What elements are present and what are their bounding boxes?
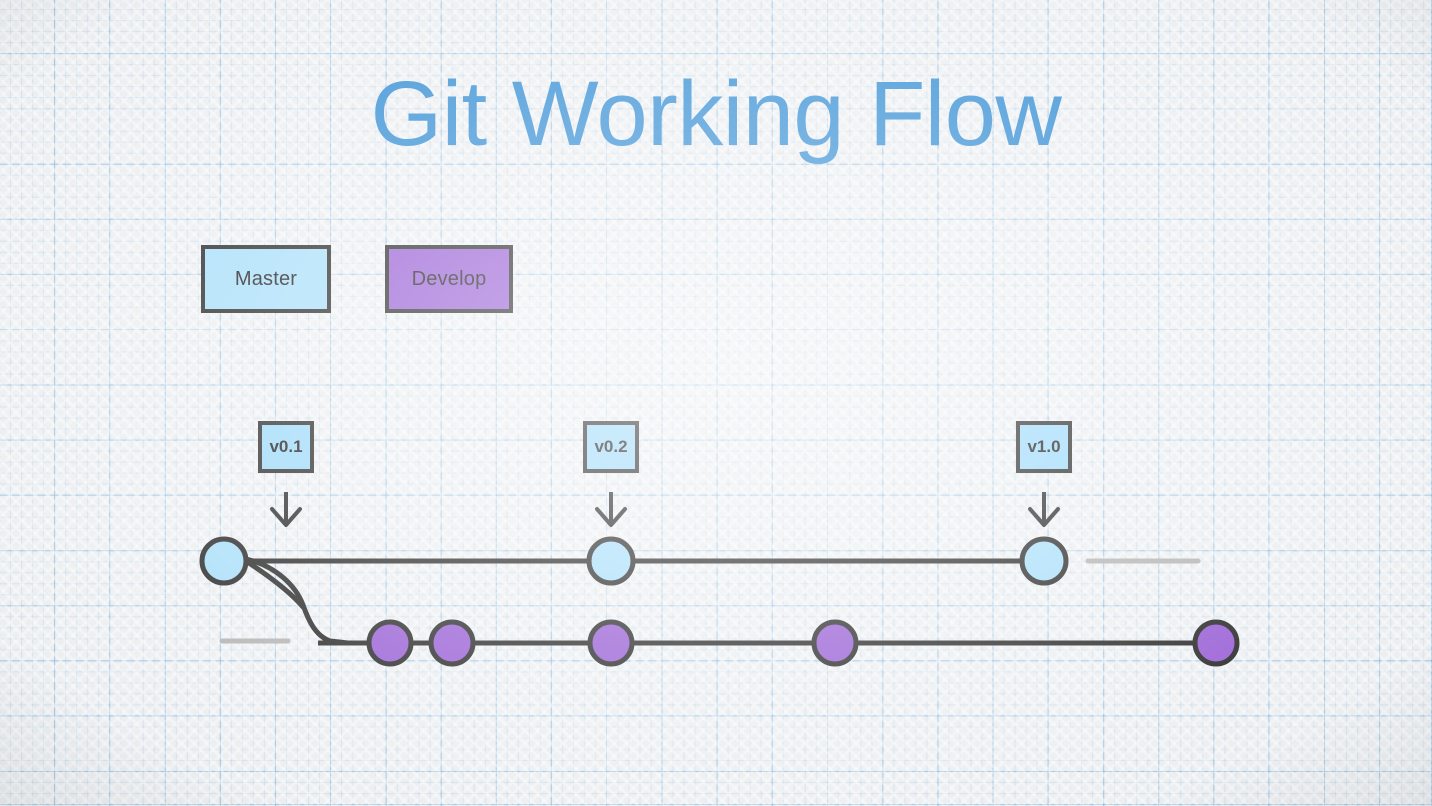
develop-commit-node-3[interactable]	[587, 619, 635, 667]
legend-item-master: Master	[201, 245, 331, 313]
master-commit-node-1[interactable]	[199, 536, 249, 586]
develop-commit-node-2[interactable]	[428, 619, 476, 667]
legend-label-develop: Develop	[411, 267, 487, 290]
legend-item-develop: Develop	[385, 245, 513, 313]
develop-commit-node-5[interactable]	[1192, 619, 1240, 667]
version-tag-label-v01: v0.1	[269, 437, 303, 456]
master-commit-node-2[interactable]	[586, 536, 636, 586]
version-tag-label-v02: v0.2	[594, 437, 628, 456]
version-tag-v02: v0.2	[583, 421, 639, 473]
master-commit-node-3[interactable]	[1019, 536, 1069, 586]
version-tag-v10: v1.0	[1016, 421, 1072, 473]
page-title: Git Working Flow	[370, 63, 1062, 165]
version-tag-label-v10: v1.0	[1027, 437, 1061, 456]
develop-commit-node-1[interactable]	[366, 619, 414, 667]
version-tag-v01: v0.1	[258, 421, 314, 473]
develop-commit-node-4[interactable]	[811, 619, 859, 667]
legend-label-master: Master	[234, 267, 298, 290]
